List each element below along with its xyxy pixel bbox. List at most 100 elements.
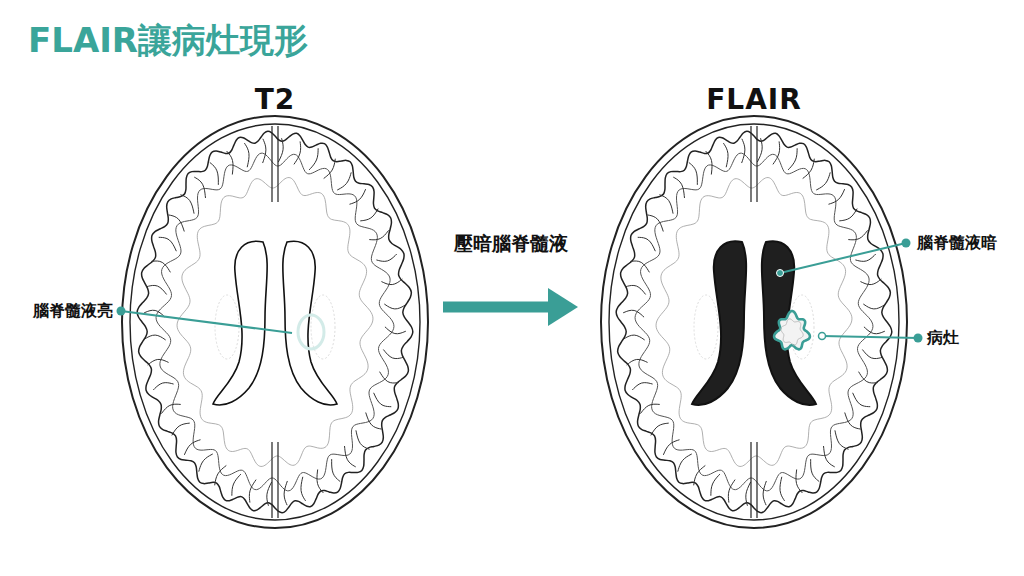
sulcus-line bbox=[860, 279, 881, 285]
sulcus-line bbox=[711, 474, 720, 496]
callout-label: 腦脊髓液亮 bbox=[0, 300, 113, 322]
midline-fissure bbox=[277, 126, 278, 202]
sulcus-line bbox=[349, 189, 365, 204]
sulcus-line bbox=[366, 413, 382, 430]
sulcus-line bbox=[673, 177, 684, 198]
sulcus-line bbox=[385, 327, 406, 334]
sulcus-line bbox=[180, 195, 194, 214]
sulcus-line bbox=[294, 141, 301, 164]
title: FLAIR讓病灶現形 bbox=[28, 18, 308, 62]
sulcus-line bbox=[864, 327, 885, 334]
skull-outline bbox=[601, 116, 907, 528]
sulcus-line bbox=[773, 141, 780, 164]
sulcus-line bbox=[301, 477, 306, 501]
sulcus-line bbox=[381, 279, 402, 285]
midline-fissure bbox=[756, 442, 757, 518]
sulcus-line bbox=[263, 139, 266, 163]
sulcus-line bbox=[227, 151, 233, 175]
lateral-ventricle bbox=[213, 241, 267, 405]
sulcus-line bbox=[146, 285, 166, 294]
leader-line bbox=[780, 243, 906, 273]
lateral-ventricle bbox=[283, 241, 337, 405]
arrow-shaft bbox=[443, 302, 550, 313]
sulcus-line bbox=[811, 459, 820, 481]
sulcus-line bbox=[640, 404, 659, 413]
sulcus-line bbox=[694, 465, 706, 485]
sulcus-line bbox=[803, 159, 815, 179]
sulcus-line bbox=[828, 189, 844, 204]
sulcus-line bbox=[627, 359, 648, 365]
midline-fissure bbox=[271, 442, 272, 518]
sulcus-line bbox=[723, 143, 728, 167]
skull-inner bbox=[130, 124, 420, 520]
sulcus-line bbox=[284, 481, 287, 505]
sulcus-line bbox=[278, 138, 283, 162]
cortex-outline bbox=[616, 131, 892, 512]
sulcus-line bbox=[757, 138, 762, 162]
sulcus-line bbox=[742, 139, 745, 163]
sulcus-line bbox=[144, 310, 165, 317]
sulcus-line bbox=[244, 143, 249, 167]
leader-end bbox=[819, 333, 826, 340]
skull-inner bbox=[609, 124, 899, 520]
sulcus-line bbox=[145, 335, 166, 340]
leader-dot bbox=[902, 239, 911, 248]
sulcus-line bbox=[332, 459, 341, 481]
sulcus-line bbox=[148, 359, 169, 365]
sulcus-line bbox=[780, 477, 785, 501]
arrow-head bbox=[548, 288, 578, 326]
white-matter-contour bbox=[656, 178, 852, 467]
sulcus-line bbox=[317, 469, 323, 493]
sulcus-line bbox=[161, 404, 180, 413]
brain-scan bbox=[601, 116, 907, 528]
sulcus-line bbox=[746, 482, 751, 506]
sulcus-line bbox=[374, 393, 392, 407]
sulcus-line bbox=[194, 177, 205, 198]
white-matter-contour bbox=[177, 178, 373, 467]
gyri-contour bbox=[635, 153, 873, 491]
sulcus-line bbox=[839, 209, 857, 221]
sulcus-line bbox=[324, 159, 336, 179]
panel-heading: T2 bbox=[115, 82, 435, 118]
sulcus-line bbox=[232, 474, 241, 496]
midline-fissure bbox=[271, 126, 272, 202]
sulcus-line bbox=[184, 440, 200, 455]
faint-lesion bbox=[298, 315, 324, 349]
lateral-ventricle bbox=[762, 241, 816, 405]
midline-fissure bbox=[750, 126, 751, 202]
sulcus-line bbox=[151, 261, 170, 272]
sulcus-line bbox=[380, 372, 399, 383]
sulcus-line bbox=[172, 423, 190, 435]
sulcus-line bbox=[763, 481, 766, 505]
deep-nuclei bbox=[694, 295, 718, 359]
sulcus-line bbox=[706, 151, 712, 175]
sulcus-line bbox=[210, 162, 219, 184]
callout-label: 病灶 bbox=[927, 327, 1017, 349]
sulcus-line bbox=[369, 230, 388, 239]
leader-dot bbox=[117, 307, 126, 316]
brain-panel: FLAIR bbox=[594, 82, 914, 537]
sulcus-line bbox=[623, 310, 644, 317]
sulcus-line bbox=[199, 454, 213, 472]
sulcus-line bbox=[267, 482, 272, 506]
cortex-outline bbox=[137, 131, 413, 512]
sulcus-line bbox=[159, 237, 177, 251]
sulcus-line bbox=[215, 465, 227, 485]
sulcus-line bbox=[384, 304, 405, 309]
sulcus-line bbox=[855, 254, 875, 261]
sulcus-line bbox=[360, 209, 378, 221]
deep-nuclei bbox=[790, 295, 814, 359]
leader-line bbox=[121, 311, 292, 333]
sulcus-line bbox=[632, 383, 652, 390]
skull-outline bbox=[122, 116, 428, 528]
midline-fissure bbox=[750, 442, 751, 518]
gyri-contour bbox=[156, 153, 394, 491]
sulcus-line bbox=[659, 195, 673, 214]
sulcus-line bbox=[663, 440, 679, 455]
lesion-texture bbox=[781, 319, 803, 345]
sulcus-line bbox=[309, 148, 318, 170]
sulcus-line bbox=[630, 261, 649, 272]
sulcus-line bbox=[625, 285, 645, 294]
